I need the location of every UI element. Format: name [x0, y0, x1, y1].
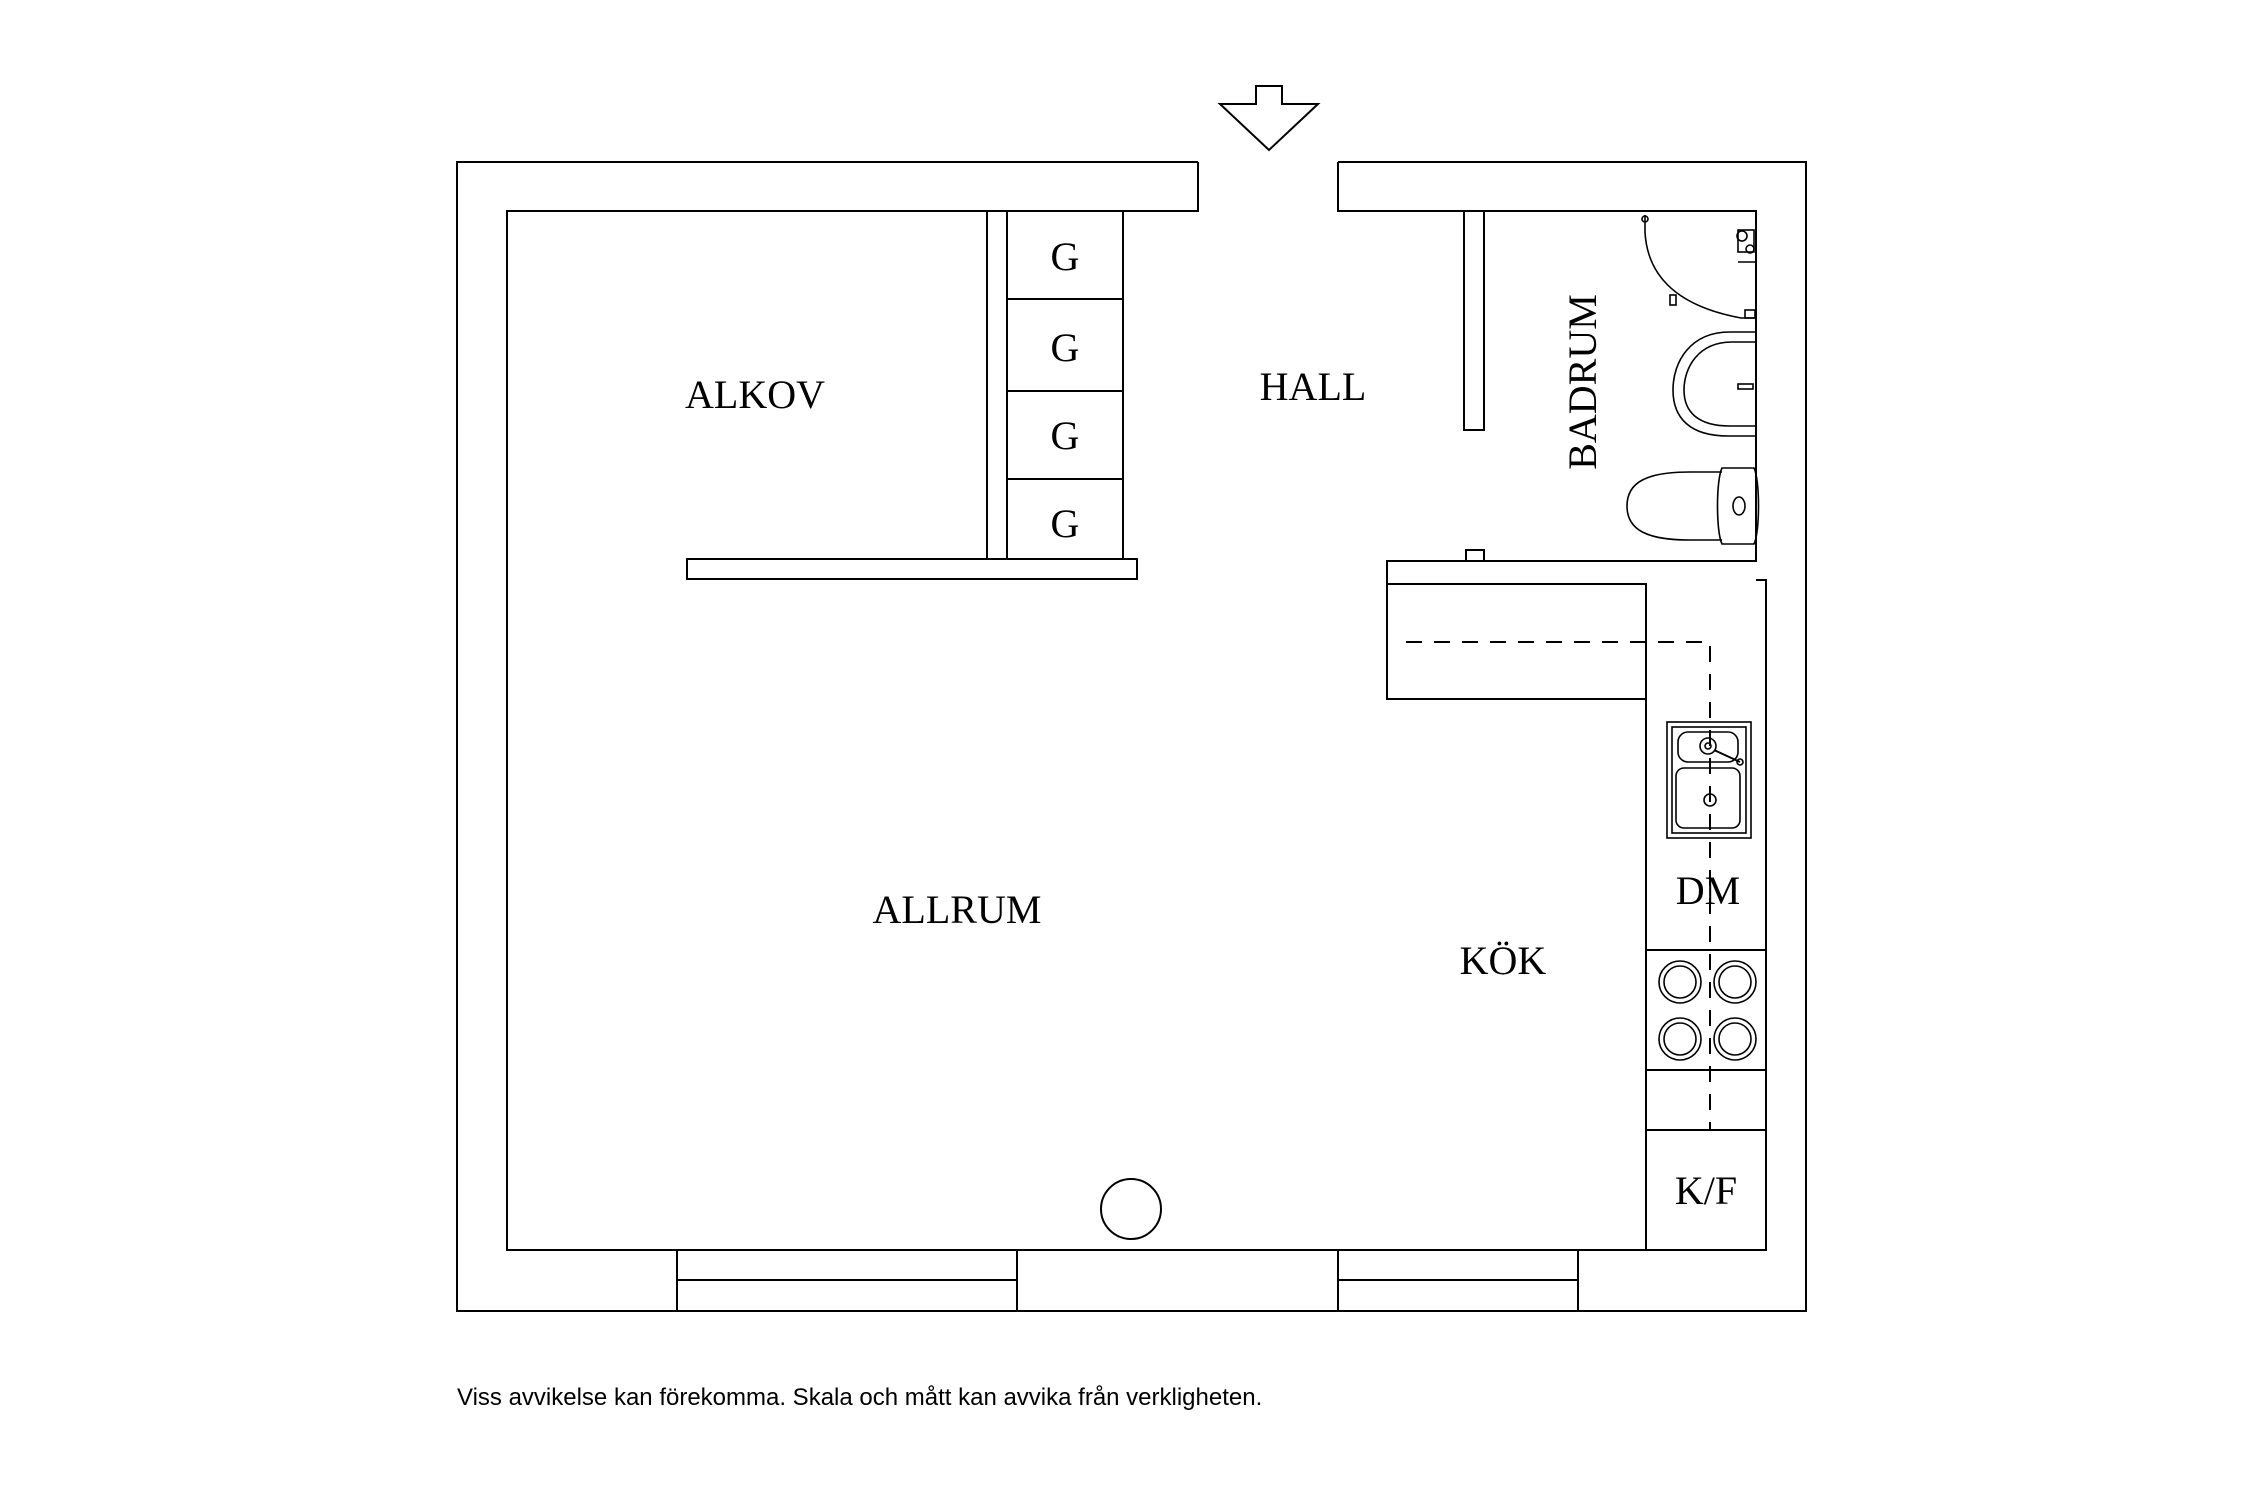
dishwasher-label: DM: [1676, 868, 1740, 913]
column-icon: [1100, 1178, 1162, 1240]
wardrobe-label: G: [1051, 325, 1080, 370]
outer-wall-outline: [456, 161, 1807, 1312]
room-label-badrum: BADRUM: [1560, 294, 1605, 470]
kitchen-counter-edge: [1646, 579, 1767, 1251]
upper-cabinets-outline: [1406, 641, 1711, 1130]
wardrobe-label: G: [1051, 501, 1080, 546]
alkov-wall: [686, 211, 1138, 580]
bathroom-partition-wall: [1463, 211, 1485, 431]
wardrobe-label: G: [1051, 234, 1080, 279]
room-label-allrum: ALLRUM: [873, 887, 1042, 932]
sink-icon: [1666, 721, 1752, 839]
shower-icon: [1641, 215, 1756, 319]
window-right: [1337, 1249, 1579, 1312]
stove-icon: [1658, 960, 1757, 1061]
fridge-freezer-label: K/F: [1675, 1168, 1737, 1213]
room-label-alkov: ALKOV: [685, 372, 825, 417]
bathroom-door-stub: [1465, 549, 1485, 562]
room-label-kok: KÖK: [1460, 938, 1547, 983]
disclaimer-text: Viss avvikelse kan förekomma. Skala och …: [457, 1384, 1263, 1411]
toilet-icon: [1626, 467, 1760, 545]
washbasin-icon: [1672, 331, 1756, 437]
wardrobe-label: G: [1051, 413, 1080, 458]
window-left: [676, 1249, 1018, 1312]
entrance-arrow-icon: [1217, 85, 1321, 152]
wardrobe-stack: [1006, 210, 1124, 560]
room-label-hall: HALL: [1260, 364, 1367, 409]
